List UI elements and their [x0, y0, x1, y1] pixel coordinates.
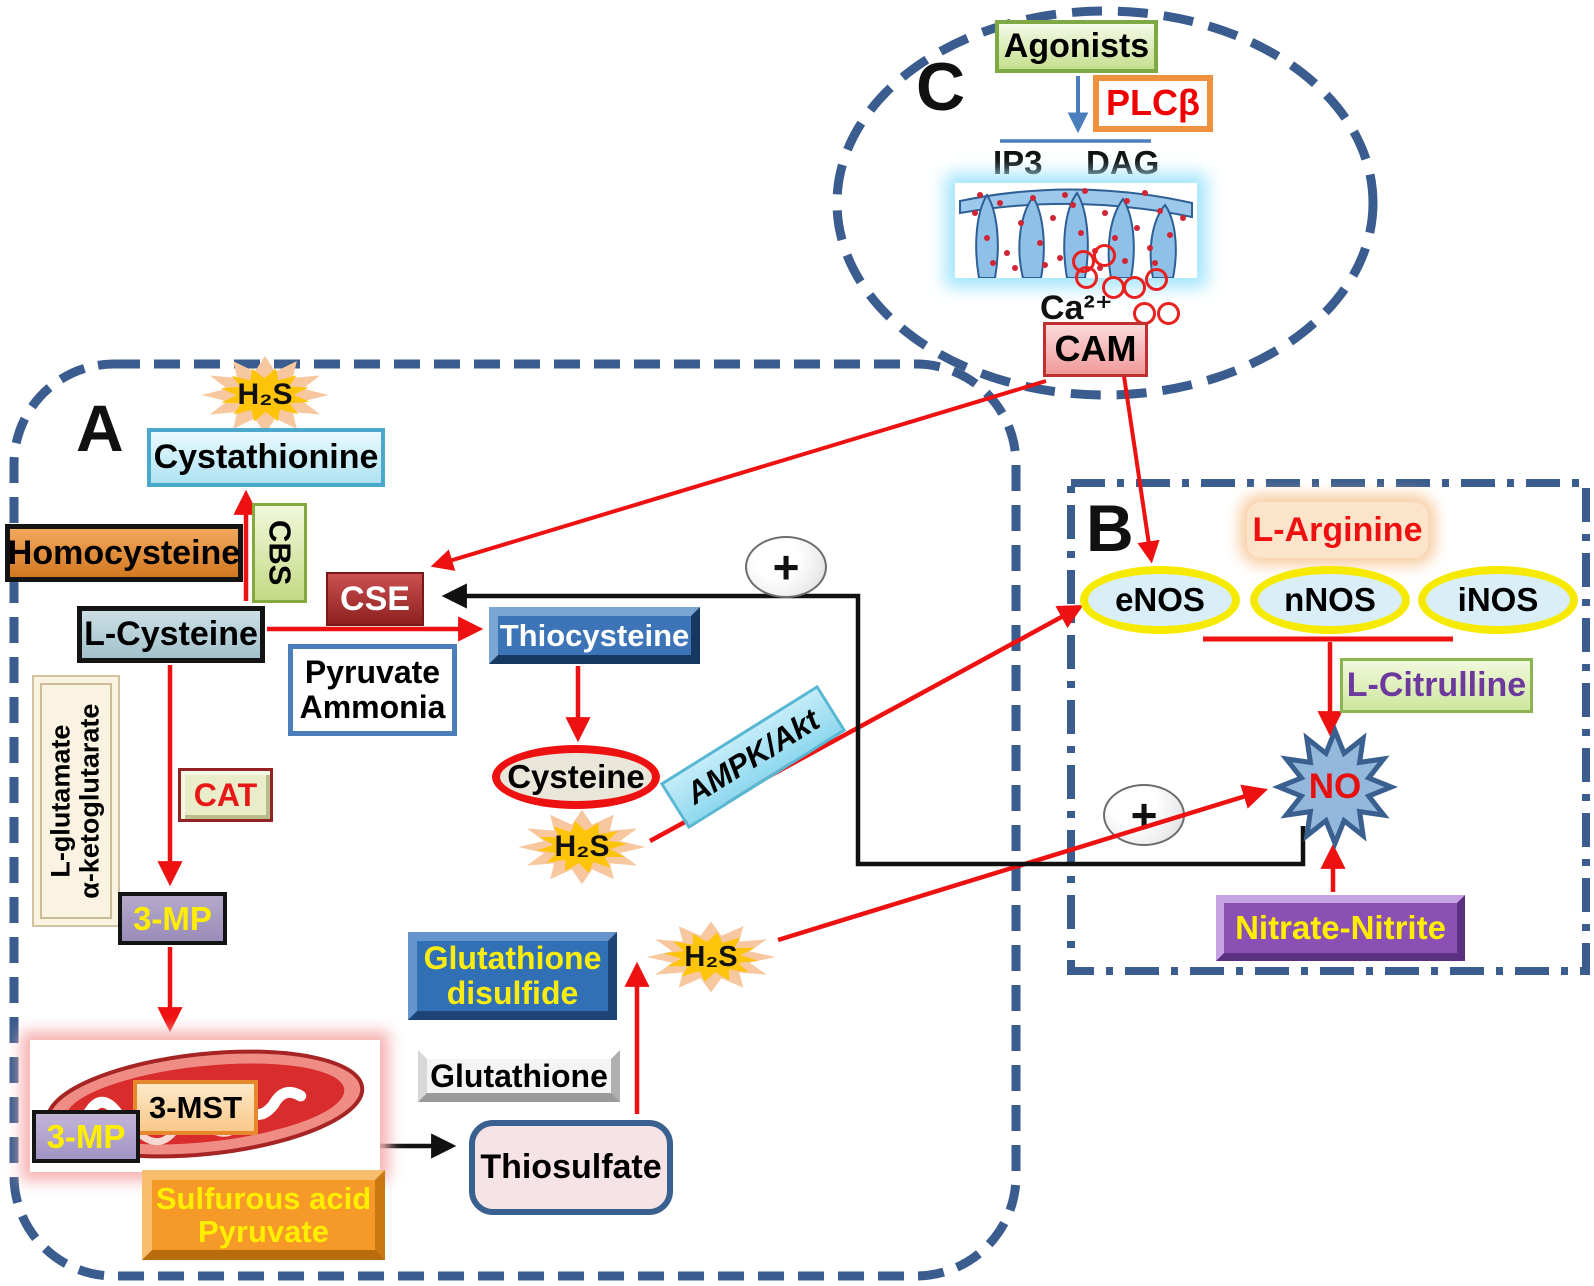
cysteine-ellipse: Cysteine: [492, 745, 660, 809]
h2s-starburst-middle: H₂S: [512, 806, 652, 888]
cse-label: CSE: [340, 579, 410, 618]
l-citrulline-box: L-Citrulline: [1340, 658, 1533, 713]
panel-b-label: B: [1086, 491, 1134, 565]
l-glutamate-label: L-glutamate: [45, 724, 76, 878]
panel-b-border: [1067, 479, 1590, 975]
three-mst-enzyme-box: 3-MST: [133, 1080, 258, 1135]
h2s-starburst-bottom: H₂S: [640, 918, 782, 996]
plus-stimulation-cse: +: [745, 536, 827, 598]
agonists-box: Agonists: [995, 20, 1158, 73]
sulfurous-acid-pyruvate-box: Sulfurous acid Pyruvate: [142, 1170, 385, 1260]
cbs-label: CBS: [262, 520, 298, 586]
homocysteine-box: Homocysteine: [5, 524, 243, 582]
h2s-label-bottom: H₂S: [684, 940, 738, 973]
homocysteine-label: Homocysteine: [7, 533, 241, 572]
three-mst-label: 3-MST: [149, 1089, 242, 1125]
cam-box: CAM: [1043, 322, 1148, 377]
plc-beta-label: PLCβ: [1106, 82, 1200, 124]
thiocysteine-label: Thiocysteine: [499, 617, 690, 653]
h2s-label-top: H₂S: [237, 378, 293, 411]
panel-a-border: [9, 359, 1021, 1281]
sulfurous-pyruvate-label: Pyruvate: [198, 1214, 329, 1249]
h2s-label-middle: H₂S: [554, 830, 610, 863]
cse-enzyme-box: CSE: [326, 572, 424, 626]
calcium-label: Ca²⁺: [1040, 289, 1113, 327]
h2s-starburst-top: H₂S: [195, 352, 335, 438]
thiosulfate-box: Thiosulfate: [469, 1120, 673, 1215]
cysteine-label: Cysteine: [507, 758, 645, 796]
cbs-enzyme-box: CBS: [252, 503, 307, 603]
cystathionine-box: Cystathionine: [147, 428, 385, 487]
sulfurous-acid-label: Sulfurous acid: [155, 1180, 372, 1216]
nnos-ellipse: nNOS: [1250, 566, 1410, 634]
cat-label: CAT: [193, 776, 258, 813]
calcium-ion: [1123, 276, 1146, 299]
calcium-ion: [1145, 268, 1168, 291]
enos-ellipse: eNOS: [1080, 566, 1240, 634]
pyruvate-label: Pyruvate: [304, 654, 441, 691]
dag-label: DAG: [1086, 144, 1160, 181]
glutathione-label: Glutathione: [430, 1057, 608, 1094]
arrow-cam-to-enos: [1122, 375, 1160, 564]
plus-sign: +: [772, 541, 800, 593]
cystathionine-label: Cystathionine: [153, 438, 379, 477]
calcium-ion: [1075, 266, 1098, 289]
no-label: NO: [1308, 767, 1362, 806]
ammonia-label: Ammonia: [299, 689, 446, 725]
l-glutamate-box: L-glutamate α-ketoglutarate: [32, 675, 120, 927]
nitrate-nitrite-box: Nitrate-Nitrite: [1216, 895, 1465, 961]
cat-enzyme-box: CAT: [178, 768, 273, 822]
three-mp-box: 3-MP: [118, 892, 227, 945]
glutathione-disulfide-label-1: Glutathione: [423, 940, 602, 977]
l-arginine-box: L-Arginine: [1247, 502, 1428, 558]
nnos-label: nNOS: [1284, 581, 1376, 619]
glutathione-disulfide-box: Glutathione disulfide: [408, 932, 617, 1020]
ketoglutarate-label: α-ketoglutarate: [75, 703, 106, 899]
inos-label: iNOS: [1457, 581, 1539, 619]
pyruvate-ammonia-box: Pyruvate Ammonia: [288, 644, 457, 736]
arrow-cam-to-cse: [430, 379, 1047, 571]
l-cysteine-box: L-Cysteine: [77, 606, 265, 663]
agonists-label: Agonists: [1003, 27, 1150, 66]
three-mp-label: 3-MP: [133, 899, 212, 937]
feedback-no-to-cse: [441, 583, 1306, 867]
panel-a-label: A: [76, 391, 124, 465]
thiocysteine-box: Thiocysteine: [489, 607, 700, 664]
three-mp-label-2: 3-MP: [46, 1117, 126, 1155]
l-arginine-label: L-Arginine: [1252, 510, 1423, 549]
three-mp-box-2: 3-MP: [32, 1110, 140, 1163]
no-starburst: NO: [1272, 724, 1398, 850]
panel-c-border: [832, 6, 1378, 400]
inos-ellipse: iNOS: [1418, 566, 1578, 634]
l-cysteine-label: L-Cysteine: [84, 615, 258, 654]
plc-beta-box: PLCβ: [1093, 75, 1213, 132]
enos-label: eNOS: [1115, 581, 1205, 619]
l-citrulline-label: L-Citrulline: [1346, 666, 1527, 705]
calcium-ion: [1093, 244, 1116, 267]
glutathione-disulfide-label-2: disulfide: [446, 975, 579, 1011]
panel-c-label: C: [916, 49, 966, 125]
thiosulfate-label: Thiosulfate: [480, 1148, 662, 1187]
ip3-label: IP3: [993, 144, 1043, 181]
nitrate-nitrite-label: Nitrate-Nitrite: [1235, 909, 1446, 947]
cam-label: CAM: [1054, 328, 1137, 370]
glutathione-box: Glutathione: [418, 1050, 620, 1102]
calcium-ion: [1157, 302, 1180, 325]
